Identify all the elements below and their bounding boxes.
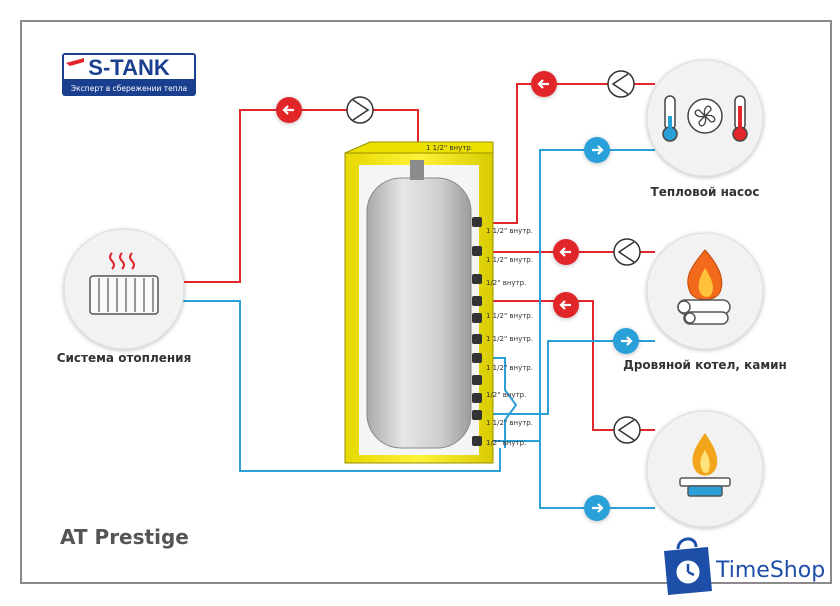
flow-arrow-left-icon xyxy=(553,239,579,265)
watermark-text: TimeShop xyxy=(715,558,825,583)
heating-system-device xyxy=(63,228,185,350)
fan-icon xyxy=(687,98,723,134)
connector-label: 1 1/2" внутр. xyxy=(486,256,533,264)
connector-label: 1 1/2" внутр. xyxy=(486,312,533,320)
flow-arrow-left-icon xyxy=(553,292,579,318)
s-tank-logo: S-TANK Эксперт в сбережении тепла xyxy=(62,53,196,96)
gas-boiler-device xyxy=(646,410,764,528)
connector-label: 1/2" внутр. xyxy=(486,391,526,399)
heat-pump-label: Тепловой насос xyxy=(651,185,760,199)
shopping-bag-clock-icon xyxy=(664,537,712,595)
pump-icon xyxy=(613,416,641,444)
flow-arrow-right-icon xyxy=(584,495,610,521)
connector-label: 1 1/2" внутр. xyxy=(486,419,533,427)
hot-thermometer-icon xyxy=(732,95,748,142)
hot-flow-arrows xyxy=(276,71,579,318)
cold-flow-arrows xyxy=(584,137,639,521)
heating-system-label: Система отопления xyxy=(57,351,192,365)
connector-label: 1/2" внутр. xyxy=(486,279,526,287)
connector-label: 1 1/2" внутр. xyxy=(486,227,533,235)
pump-icon xyxy=(346,96,374,124)
flow-arrow-left-icon xyxy=(531,71,557,97)
flow-arrow-right-icon xyxy=(613,328,639,354)
logo-tagline: Эксперт в сбережении тепла xyxy=(71,84,187,93)
connector-labels: 1 1/2" внутр. 1 1/2" внутр. 1 1/2" внутр… xyxy=(426,144,533,447)
circulation-pumps xyxy=(346,70,641,444)
product-title: AT Prestige xyxy=(60,525,189,549)
flow-arrow-left-icon xyxy=(276,97,302,123)
wood-boiler-device xyxy=(646,232,764,350)
radiator-icon xyxy=(89,252,159,315)
wood-boiler-label: Дровяной котел, камин xyxy=(623,358,787,372)
flow-arrow-right-icon xyxy=(584,137,610,163)
pump-icon xyxy=(613,238,641,266)
connector-label-top: 1 1/2" внутр. xyxy=(426,144,473,152)
pump-icon xyxy=(607,70,635,98)
connector-label: 1/2" внутр. xyxy=(486,439,526,447)
fire-icon xyxy=(677,249,731,325)
buffer-tank xyxy=(344,141,494,464)
gas-flame-icon xyxy=(679,433,731,497)
firewood-icon xyxy=(677,299,731,325)
cold-thermometer-icon xyxy=(662,95,678,142)
connector-label: 1 1/2" внутр. xyxy=(486,364,533,372)
heat-pump-device xyxy=(646,59,764,177)
timeshop-watermark: TimeShop xyxy=(664,537,825,595)
connector-label: 1 1/2" внутр. xyxy=(486,335,533,343)
logo-brand: S-TANK xyxy=(88,55,170,80)
